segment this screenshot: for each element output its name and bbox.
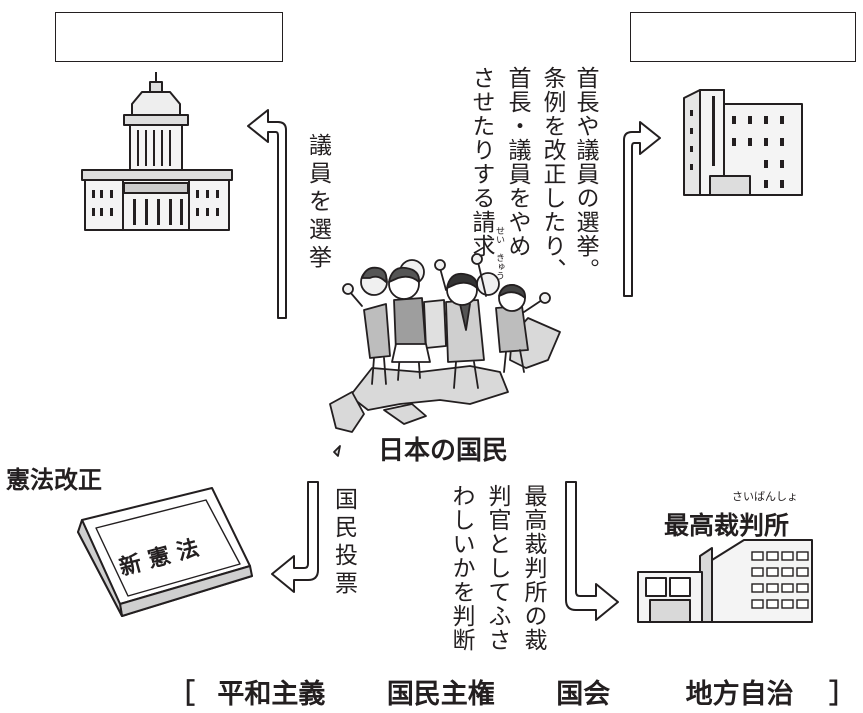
choice-open-bracket: ［ <box>168 679 195 710</box>
text-kokumin-tohyo: 国 民 投 票 <box>335 487 359 597</box>
choice-heiwa-shugi: 平和主義 <box>217 679 326 710</box>
text-giin-senkyo: 議 員 を 選 挙 <box>309 133 333 271</box>
label-saikosaibansho: 最高裁判所 <box>664 511 790 540</box>
choice-chihou-jichi: 地方自治 <box>685 679 794 710</box>
ruby-seikyu: せい きゅう <box>494 226 504 280</box>
text-saiban-col1: 最高裁判所の裁 <box>520 484 546 652</box>
choice-list: ［ 平和主義 国民主権 国会 地方自治 ］ <box>168 672 856 711</box>
label-kokumin: 日本の国民 <box>378 436 509 466</box>
text-saiban-col2: 判官としてふさ <box>484 484 510 652</box>
text-chihou-col1: 首長や議員の選挙。 <box>572 66 598 282</box>
ruby-saibansho: さいばんしょ <box>732 490 798 503</box>
choice-close-bracket: ］ <box>829 679 857 710</box>
answer-box-left[interactable] <box>55 12 283 62</box>
choice-kokkai: 国会 <box>556 679 611 710</box>
choice-kokumin-shuken: 国民主権 <box>386 679 495 710</box>
text-chihou-col3: 首長・議員をやめ <box>504 66 530 258</box>
label-kenpo-kaisei: 憲法改正 <box>6 466 102 494</box>
text-chihou-col4: させたりする請求 <box>468 66 494 258</box>
text-saiban-col3: わしいかを判断 <box>448 484 474 652</box>
answer-box-right[interactable] <box>630 12 856 62</box>
text-chihou-col2: 条例を改正したり、 <box>539 66 565 282</box>
